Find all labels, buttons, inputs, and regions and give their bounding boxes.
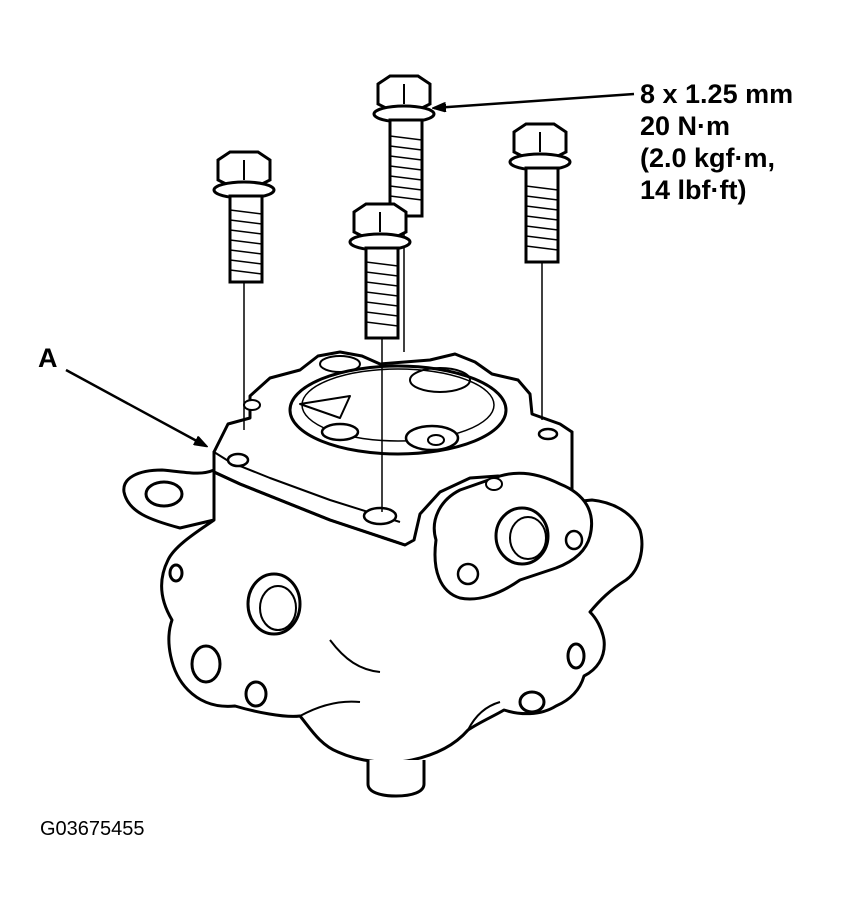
side-ports [144,480,586,731]
torque-lbfft-text: 14 lbf·ft) [640,175,747,205]
bolt-right [508,122,572,264]
bolt-spec-label: 8 x 1.25 mm 20 N·m (2.0 kgf·m, 14 lbf·ft… [640,78,793,206]
shaft-stub [366,760,426,798]
torque-nm-text: 20 N·m [640,111,731,141]
cover-plate [212,350,574,547]
callout-a-label: A [38,343,58,373]
bolt-center-front [348,202,412,340]
outlet-flange [432,471,594,601]
callout-a-leader-arrow [65,368,206,446]
bolt-size-text: 8 x 1.25 mm [640,79,794,109]
bolt-center-back [372,74,436,218]
bolt-left [212,150,276,284]
spec-leader-arrow [434,92,635,108]
torque-kgfm-text: (2.0 kgf·m, [640,143,776,173]
figure-id-label: G03675455 [40,818,145,840]
